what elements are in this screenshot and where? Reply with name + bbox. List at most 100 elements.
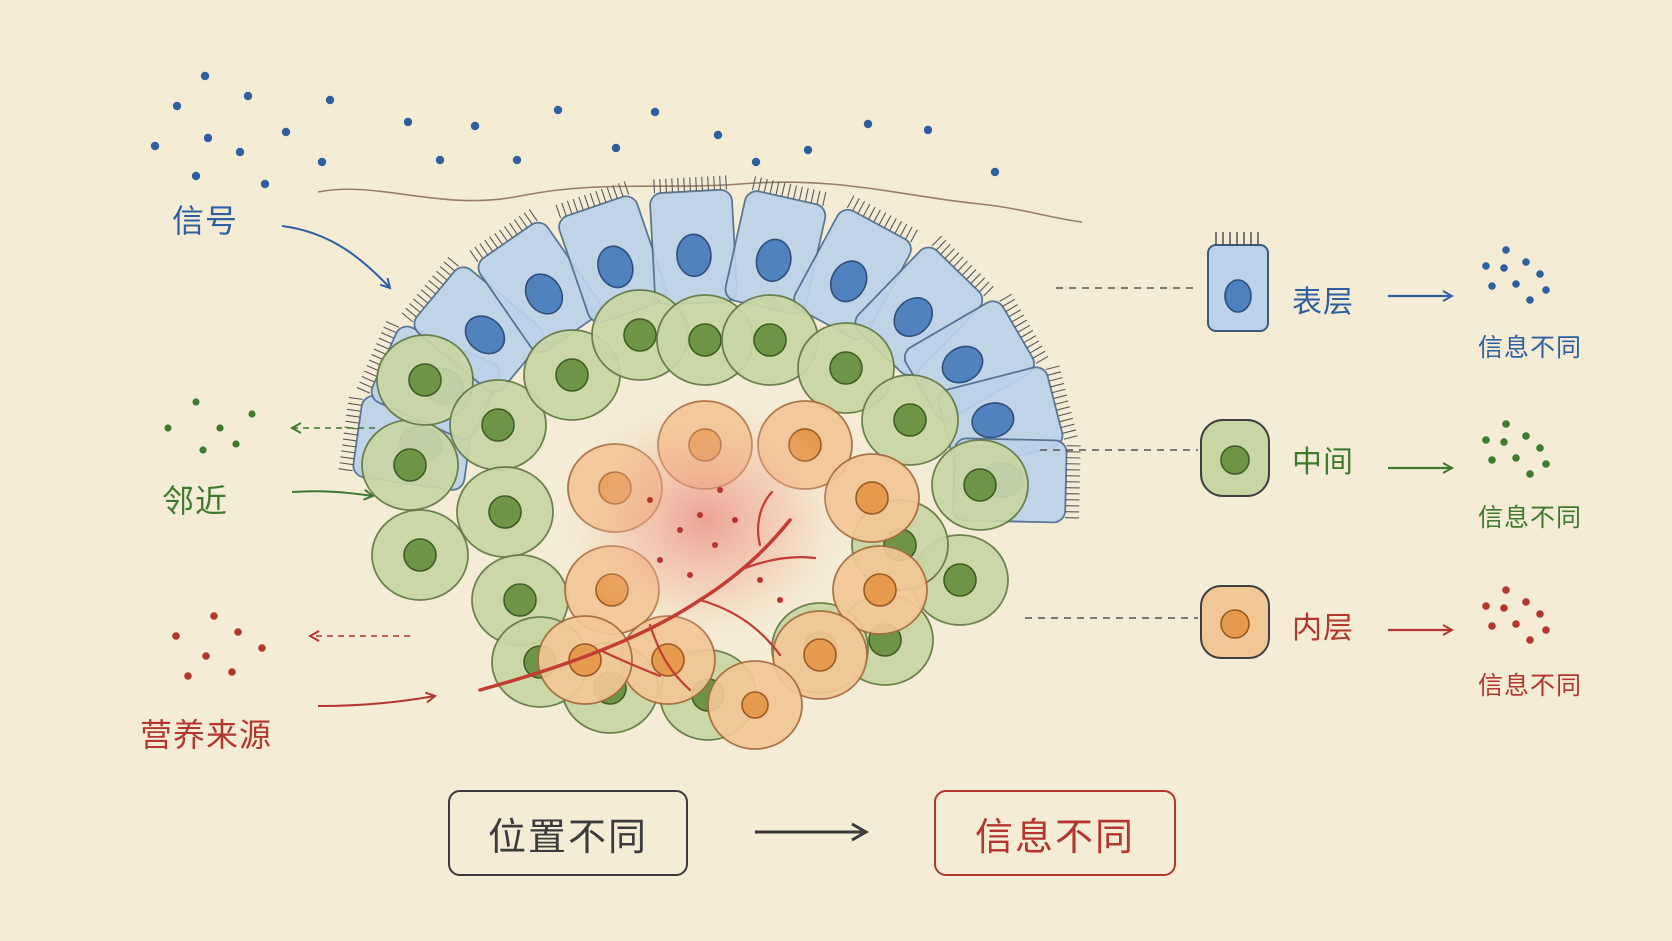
signal-dot — [317, 157, 327, 167]
nutrient-dot — [234, 628, 242, 636]
middle-layer-cell — [371, 509, 469, 601]
signal-dot — [403, 117, 413, 127]
core-glow — [565, 400, 845, 640]
microvilli — [1045, 365, 1078, 440]
signal-dot — [713, 130, 723, 140]
signal-dot — [990, 167, 1000, 177]
position-differs-box: 位置不同 — [448, 790, 688, 876]
core-signal-dot — [777, 597, 783, 603]
inner-result-dot — [1488, 622, 1496, 630]
outer-result-dot — [1502, 246, 1510, 254]
nucleus — [941, 345, 984, 384]
nucleus — [524, 273, 564, 315]
middle-layer-cell — [376, 334, 474, 426]
nucleus — [676, 233, 712, 278]
inner-result-dot — [1522, 598, 1530, 606]
signal-dot — [751, 157, 761, 167]
microvilli — [1065, 445, 1081, 519]
nucleus — [488, 495, 522, 529]
nucleus — [503, 583, 537, 617]
signal-dot — [512, 155, 522, 165]
nucleus — [408, 363, 442, 397]
nucleus — [688, 323, 722, 357]
nutrient-dot — [202, 652, 210, 660]
middle-result-dot — [1512, 454, 1520, 462]
middle-layer-cell — [797, 322, 895, 414]
nutrient-source-label: 营养来源 — [140, 716, 273, 754]
inner-layer-label: 内层 — [1292, 611, 1354, 646]
signal-dot — [553, 105, 563, 115]
nutrient-dot — [172, 632, 180, 640]
nucleus — [971, 402, 1015, 439]
nucleus — [829, 351, 863, 385]
inner-layer-cell — [832, 545, 928, 635]
vessel-branch — [598, 648, 662, 678]
outer-result-dot — [1542, 286, 1550, 294]
middle-result-dot — [1542, 460, 1550, 468]
surface-membrane-line — [317, 181, 1083, 223]
nucleus — [464, 315, 506, 355]
signal-dot — [863, 119, 873, 129]
signal-label: 信号 — [172, 202, 239, 240]
vessel-branch — [756, 490, 774, 547]
middle-layer-cell — [861, 374, 959, 466]
signal-dot — [235, 147, 245, 157]
nutrient-arrow — [317, 696, 435, 707]
vessel-branch — [698, 598, 782, 657]
outer-result-dot — [1488, 282, 1496, 290]
nutrient-dot — [228, 668, 236, 676]
nucleus — [753, 323, 787, 357]
middle-layer-cell — [931, 439, 1029, 531]
middle-layer-cell — [361, 419, 459, 511]
middle-info-label: 信息不同 — [1478, 503, 1583, 532]
middle-layer-cell — [449, 379, 547, 471]
inner-layer-cell — [824, 453, 920, 543]
nutrient-dot — [210, 612, 218, 620]
signal-arrow — [281, 225, 390, 288]
inner-result-dot — [1500, 604, 1508, 612]
microvilli — [751, 176, 827, 206]
nucleus — [481, 408, 515, 442]
outer-result-dot — [1512, 280, 1520, 288]
core-signal-dot — [712, 542, 718, 548]
microvilli — [356, 321, 400, 394]
signal-dot — [325, 95, 335, 105]
nucleus — [803, 638, 837, 672]
outer-result-dot — [1526, 296, 1534, 304]
nucleus — [623, 318, 657, 352]
nucleus — [963, 468, 997, 502]
middle-result-dot — [1502, 420, 1510, 428]
nucleus — [651, 643, 685, 677]
nucleus — [855, 481, 889, 515]
core-signal-dot — [647, 497, 653, 503]
microvilli — [653, 175, 727, 194]
signal-dot — [281, 127, 291, 137]
inner-layer-cell — [707, 660, 803, 750]
microvilli — [401, 256, 459, 323]
info-differs-text: 信息不同 — [974, 814, 1135, 859]
signal-dot — [150, 141, 160, 151]
inner-core-glow — [565, 400, 845, 640]
inner-result-dot — [1482, 602, 1490, 610]
neighbor-signal-dot — [232, 440, 240, 448]
outer-result-dot — [1482, 262, 1490, 270]
middle-result-dot — [1526, 470, 1534, 478]
signal-dot — [243, 91, 253, 101]
middle-result-dot — [1522, 432, 1530, 440]
inner-result-dot — [1536, 610, 1544, 618]
nucleus — [1220, 445, 1250, 475]
signal-dot — [923, 125, 933, 135]
nucleus — [893, 297, 934, 338]
signal-dot — [435, 155, 445, 165]
signal-dot — [803, 145, 813, 155]
middle-layer-cell — [721, 294, 819, 386]
middle-result-dot — [1488, 456, 1496, 464]
middle-result-dot — [1500, 438, 1508, 446]
microvilli — [846, 195, 918, 243]
inner-layer-cell — [772, 610, 868, 700]
nucleus — [829, 260, 868, 303]
nucleus — [755, 238, 792, 282]
info-differs-box: 信息不同 — [934, 790, 1176, 876]
core-signal-dot — [717, 487, 723, 493]
nucleus — [597, 245, 634, 289]
